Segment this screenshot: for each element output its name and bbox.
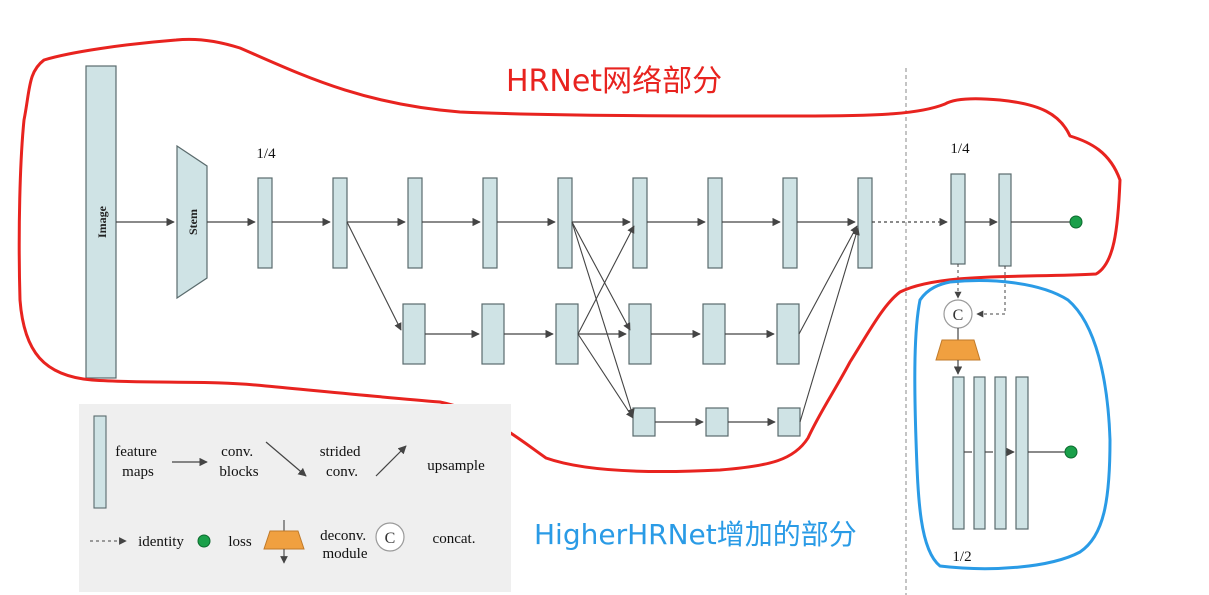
- feature-map: [482, 177, 498, 269]
- output-feature-map: [998, 173, 1012, 267]
- legend-deconv-module-shape: [263, 530, 305, 550]
- feature-map: [332, 177, 348, 269]
- feature-map: [777, 407, 801, 437]
- legend-upsample-arrow: [375, 445, 407, 477]
- feature-map: [555, 303, 579, 365]
- feature-map: [632, 177, 648, 269]
- legend-strided-arrow: [265, 441, 307, 477]
- feature-map: [481, 303, 505, 365]
- feature-map: [628, 303, 652, 365]
- feature-map: [782, 177, 798, 269]
- upsample-arrow: [577, 225, 635, 335]
- strided-conv-arrow: [571, 221, 631, 331]
- legend-feature-maps-swatch: [93, 415, 107, 509]
- loss-dot-half: [1064, 445, 1078, 459]
- identity-arrow: [976, 266, 1006, 318]
- half-res-feature-maps: [952, 376, 1029, 530]
- hrnet-outline: [17, 37, 1122, 473]
- hrnet-part-label: HRNet网络部分: [506, 64, 722, 99]
- legend-background: [79, 404, 511, 592]
- feature-map: [632, 407, 656, 437]
- row2-feature-maps: [402, 303, 800, 365]
- legend-strided-conv-line2: conv.: [326, 464, 358, 480]
- feature-map: [707, 177, 723, 269]
- scale-label-half: 1/2: [952, 549, 971, 565]
- legend: feature maps conv. blocks strided conv. …: [79, 404, 511, 592]
- deconv-module: [935, 339, 981, 361]
- strided-conv-arrow: [571, 221, 635, 417]
- feature-map: [973, 376, 986, 530]
- legend-concat-label: concat.: [433, 531, 476, 547]
- feature-map: [1015, 376, 1029, 530]
- strided-conv-arrow: [577, 333, 634, 419]
- scale-label-quarter-right: 1/4: [950, 141, 970, 157]
- legend-feature-maps-line2: maps: [122, 464, 154, 480]
- feature-map: [857, 177, 873, 269]
- scale-label-quarter: 1/4: [256, 146, 276, 162]
- feature-map: [407, 177, 423, 269]
- feature-map: [257, 177, 273, 269]
- image-block: [85, 65, 117, 379]
- row1-feature-maps: [257, 177, 873, 269]
- strided-conv-arrow: [346, 221, 402, 331]
- legend-deconv-module-label: deconv. module: [320, 528, 370, 562]
- feature-map: [702, 303, 726, 365]
- legend-loss-dot: [197, 534, 211, 548]
- concat-node-label: C: [953, 307, 964, 324]
- legend-upsample-label: upsample: [427, 458, 485, 474]
- stem-block-label: Stem: [186, 209, 200, 235]
- image-block-label: Image: [95, 205, 109, 238]
- upsample-arrow: [799, 227, 860, 423]
- legend-conv-blocks-label: conv. blocks: [219, 444, 258, 480]
- legend-conv-blocks-line1: conv.: [221, 444, 253, 460]
- output-feature-map: [950, 173, 966, 265]
- legend-feature-maps-label: feature maps: [115, 444, 160, 480]
- legend-loss-label: loss: [228, 534, 252, 550]
- legend-concat-node-label: C: [385, 530, 396, 547]
- upsample-arrow: [798, 225, 858, 335]
- feature-map: [705, 407, 729, 437]
- higherhrnet-outline: [913, 279, 1112, 571]
- feature-map: [402, 303, 426, 365]
- loss-dot-quarter: [1069, 215, 1083, 229]
- feature-map: [952, 376, 965, 530]
- legend-strided-conv-label: strided conv.: [320, 444, 365, 480]
- stem-block: [176, 144, 208, 300]
- feature-map: [776, 303, 800, 365]
- legend-deconv-line2: module: [323, 546, 368, 562]
- row3-feature-maps: [632, 407, 801, 437]
- legend-conv-blocks-line2: blocks: [219, 464, 258, 480]
- legend-concat-node: [375, 522, 405, 552]
- legend-identity-label: identity: [138, 534, 184, 550]
- legend-strided-conv-line1: strided: [320, 444, 361, 460]
- cross-resolution-arrows: [346, 221, 860, 423]
- legend-feature-maps-line1: feature: [115, 444, 157, 460]
- higherhrnet-part-label: HigherHRNet增加的部分: [534, 518, 857, 551]
- feature-map: [557, 177, 573, 269]
- feature-map: [994, 376, 1007, 530]
- legend-deconv-line1: deconv.: [320, 528, 366, 544]
